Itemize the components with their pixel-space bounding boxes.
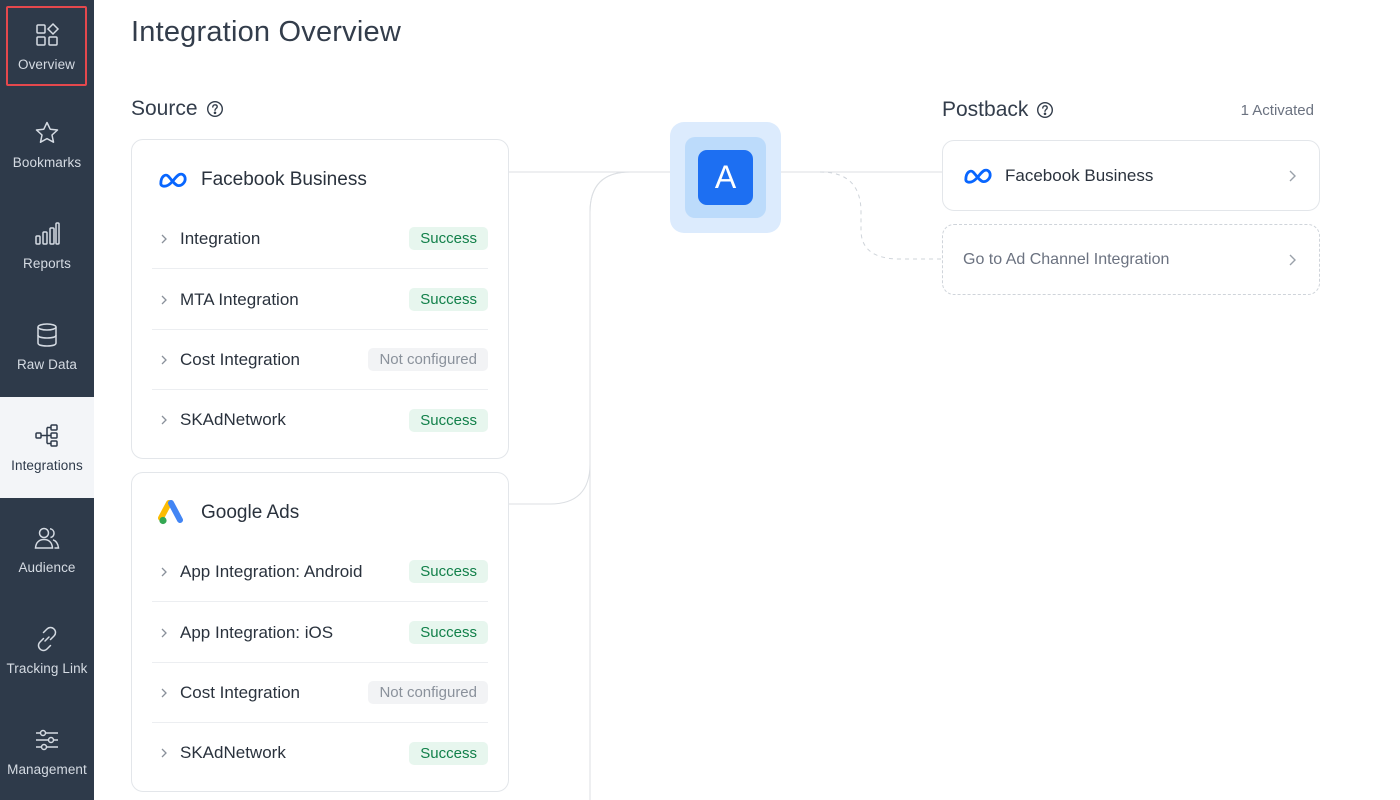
chevron-right-icon xyxy=(158,566,170,578)
row-label: Integration xyxy=(180,228,261,248)
card-title: Facebook Business xyxy=(201,169,367,190)
sidebar-item-label: Reports xyxy=(23,256,71,271)
sidebar-item-label: Audience xyxy=(18,560,76,575)
card-header: Google Ads xyxy=(157,500,300,525)
integration-row[interactable]: SKAdNetwork Success xyxy=(152,390,488,450)
row-label: SKAdNetwork xyxy=(180,743,286,762)
meta-logo-icon xyxy=(963,164,995,188)
chevron-right-icon xyxy=(1285,253,1299,267)
link-icon xyxy=(33,625,61,653)
meta-logo-icon xyxy=(157,168,189,192)
sidebar-item-integrations[interactable]: Integrations xyxy=(0,397,94,498)
status-badge: Success xyxy=(409,741,488,765)
postback-item-facebook-business[interactable]: Facebook Business xyxy=(942,140,1320,211)
help-circle-icon[interactable] xyxy=(1036,101,1054,119)
source-title-text: Source xyxy=(131,97,198,120)
hierarchy-icon xyxy=(33,422,61,450)
sidebar-item-tracking-link[interactable]: Tracking Link xyxy=(0,600,94,701)
app-logo: A xyxy=(698,150,753,205)
sidebar-item-raw-data[interactable]: Raw Data xyxy=(0,296,94,397)
bar-chart-icon xyxy=(33,220,61,248)
postback-title-text: Postback xyxy=(942,98,1029,121)
integration-row[interactable]: Cost Integration Not configured xyxy=(152,330,488,390)
google-ads-logo-icon xyxy=(157,500,189,525)
row-label: SKAdNetwork xyxy=(180,410,286,429)
source-section-title: Source xyxy=(131,97,224,121)
row-label: Cost Integration xyxy=(180,682,301,702)
sidebar-item-overview[interactable]: Overview xyxy=(5,5,88,87)
postback-item-label: Go to Ad Channel Integration xyxy=(963,250,1170,268)
status-badge: Success xyxy=(409,408,488,432)
sidebar-item-label: Overview xyxy=(17,56,76,72)
card-header: Facebook Business xyxy=(157,168,367,192)
chevron-right-icon xyxy=(158,747,170,759)
sidebar: Overview Bookmarks Reports xyxy=(0,0,94,800)
integration-row[interactable]: App Integration: iOS Success xyxy=(152,603,488,663)
row-label: App Integration: Android xyxy=(180,561,363,581)
integration-row[interactable]: App Integration: Android Success xyxy=(152,542,488,602)
sidebar-item-reports[interactable]: Reports xyxy=(0,195,94,296)
help-circle-icon[interactable] xyxy=(206,100,224,118)
integration-row[interactable]: Cost Integration Not configured xyxy=(152,663,488,723)
users-icon xyxy=(33,524,61,552)
integration-row[interactable]: Integration Success xyxy=(152,209,488,269)
postback-section-title: Postback xyxy=(942,98,1054,122)
sidebar-item-label: Raw Data xyxy=(16,357,78,372)
sidebar-item-label: Integrations xyxy=(11,458,83,473)
row-label: Cost Integration xyxy=(180,349,301,369)
sliders-icon xyxy=(33,726,61,754)
star-icon xyxy=(33,119,61,147)
go-to-ad-channel-integration-button[interactable]: Go to Ad Channel Integration xyxy=(942,224,1320,295)
chevron-right-icon xyxy=(158,354,170,366)
status-badge: Not configured xyxy=(368,348,488,371)
status-badge: Success xyxy=(409,621,488,644)
status-badge: Success xyxy=(409,560,488,583)
database-icon xyxy=(33,321,61,349)
sidebar-item-bookmarks[interactable]: Bookmarks xyxy=(0,94,94,195)
source-card-google-ads: Google Ads App Integration: Android Succ… xyxy=(131,472,509,792)
postback-item-label: Facebook Business xyxy=(1005,165,1154,185)
app-hub-inner: A xyxy=(685,137,766,218)
sidebar-item-label: Bookmarks xyxy=(12,155,82,170)
chevron-right-icon xyxy=(158,414,170,426)
chevron-right-icon xyxy=(158,294,170,306)
chevron-right-icon xyxy=(158,687,170,699)
integration-row[interactable]: MTA Integration Success xyxy=(152,270,488,330)
row-label: MTA Integration xyxy=(180,289,299,309)
chevron-right-icon xyxy=(158,233,170,245)
chevron-right-icon xyxy=(1285,169,1299,183)
activated-count: 1 Activated xyxy=(1240,102,1314,119)
sidebar-item-audience[interactable]: Audience xyxy=(0,499,94,600)
status-badge: Success xyxy=(409,288,488,311)
sidebar-item-label: Management xyxy=(7,762,87,777)
page-title: Integration Overview xyxy=(131,16,401,48)
grid-shapes-icon xyxy=(33,21,61,49)
status-badge: Success xyxy=(409,227,488,250)
chevron-right-icon xyxy=(158,627,170,639)
sidebar-item-label: Tracking Link xyxy=(6,661,88,676)
source-card-facebook-business: Facebook Business Integration Success MT… xyxy=(131,139,509,459)
row-label: App Integration: iOS xyxy=(180,622,334,642)
sidebar-item-management[interactable]: Management xyxy=(0,701,94,800)
integration-row[interactable]: SKAdNetwork Success xyxy=(152,723,488,783)
status-badge: Not configured xyxy=(368,681,488,704)
card-title: Google Ads xyxy=(201,502,300,523)
app-hub: A xyxy=(670,122,781,233)
